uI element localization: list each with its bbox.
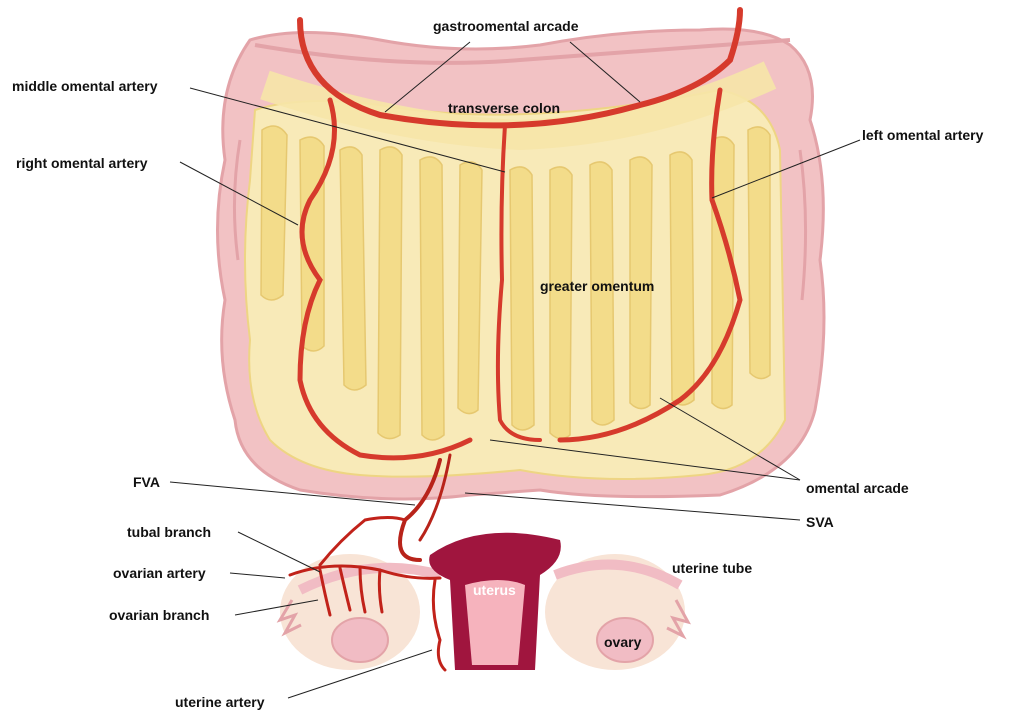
label-greater-omentum: greater omentum xyxy=(540,278,654,294)
label-uterine-tube: uterine tube xyxy=(672,560,752,576)
label-left-omental-artery: left omental artery xyxy=(862,127,983,143)
label-omental-arcade: omental arcade xyxy=(806,480,909,496)
label-fva: FVA xyxy=(133,474,160,490)
label-ovarian-artery: ovarian artery xyxy=(113,565,206,581)
label-transverse-colon: transverse colon xyxy=(448,100,560,116)
label-ovary: ovary xyxy=(604,634,641,650)
label-uterus: uterus xyxy=(473,582,516,598)
label-uterine-artery: uterine artery xyxy=(175,694,264,710)
label-ovarian-branch: ovarian branch xyxy=(109,607,209,623)
left-ovary xyxy=(332,618,388,662)
label-gastroomental-arcade: gastroomental arcade xyxy=(433,18,579,34)
label-tubal-branch: tubal branch xyxy=(127,524,211,540)
greater-omentum xyxy=(245,75,785,479)
uterus-shape xyxy=(429,533,561,670)
label-right-omental-artery: right omental artery xyxy=(16,155,147,171)
label-middle-omental-artery: middle omental artery xyxy=(12,78,158,94)
label-sva: SVA xyxy=(806,514,834,530)
